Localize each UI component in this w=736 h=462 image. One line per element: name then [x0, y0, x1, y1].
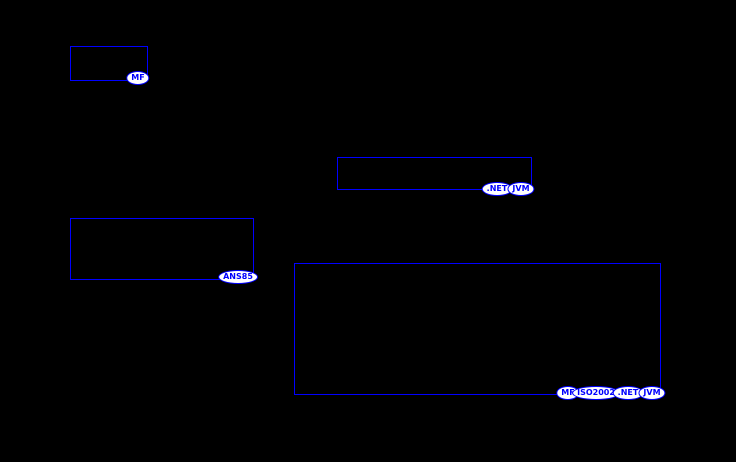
dialect-badge-mf: MF	[126, 71, 150, 85]
dialect-box-2-outline	[337, 157, 532, 190]
dialect-badge-jvm: JVM	[507, 182, 535, 196]
dialect-box-1-outline	[70, 46, 148, 81]
dialect-badge-jvm: JVM	[638, 386, 666, 400]
dialect-badge-ans85: ANS85	[218, 270, 258, 284]
dialect-box-3-outline	[70, 218, 254, 280]
dialect-badge-net: .NET	[481, 182, 513, 196]
dialect-box-4-outline	[294, 263, 661, 395]
dialect-badge-iso2002: ISO2002	[572, 386, 620, 400]
